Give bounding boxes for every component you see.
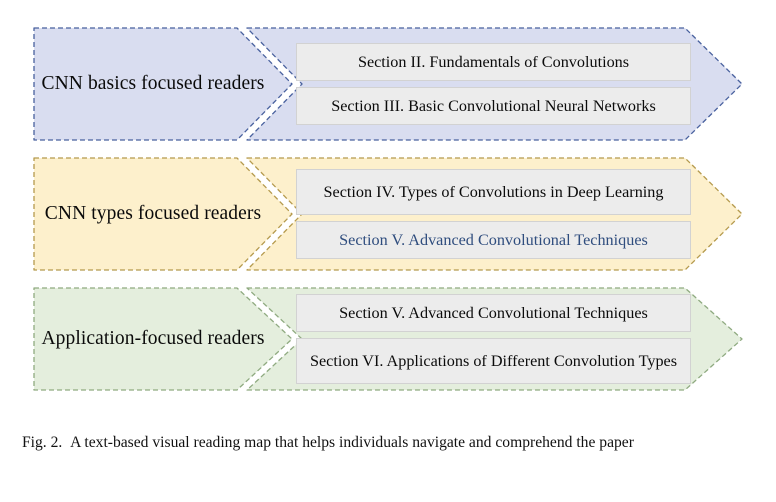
section-box[interactable]: Section V. Advanced Convolutional Techni… <box>296 294 691 332</box>
figure-number: Fig. 2. <box>22 434 63 451</box>
section-box-list-cnn-basics: Section II. Fundamentals of Convolutions… <box>296 27 691 141</box>
figure-caption: Fig. 2. A text-based visual reading map … <box>22 432 738 455</box>
section-box[interactable]: Section II. Fundamentals of Convolutions <box>296 43 691 81</box>
figure-caption-text: A text-based visual reading map that hel… <box>70 434 634 451</box>
reader-group-application-focused: Application-focused readers Section V. A… <box>33 287 743 391</box>
reading-map-figure: CNN basics focused readers Section II. F… <box>33 27 743 391</box>
section-box-highlighted[interactable]: Section V. Advanced Convolutional Techni… <box>296 221 691 259</box>
chevron-left-green <box>33 287 293 391</box>
chevron-left-yellow <box>33 157 293 271</box>
chevron-left-blue <box>33 27 293 141</box>
section-box[interactable]: Section VI. Applications of Different Co… <box>296 338 691 384</box>
reader-group-cnn-types: CNN types focused readers Section IV. Ty… <box>33 157 743 271</box>
group-label-cnn-basics: CNN basics focused readers <box>41 72 265 94</box>
reader-group-cnn-basics: CNN basics focused readers Section II. F… <box>33 27 743 141</box>
section-box-list-cnn-types: Section IV. Types of Convolutions in Dee… <box>296 157 691 271</box>
section-box-list-application-focused: Section V. Advanced Convolutional Techni… <box>296 287 691 391</box>
section-box[interactable]: Section III. Basic Convolutional Neural … <box>296 87 691 125</box>
group-label-application-focused: Application-focused readers <box>41 327 265 349</box>
section-box[interactable]: Section IV. Types of Convolutions in Dee… <box>296 169 691 215</box>
group-label-cnn-types: CNN types focused readers <box>44 202 262 224</box>
